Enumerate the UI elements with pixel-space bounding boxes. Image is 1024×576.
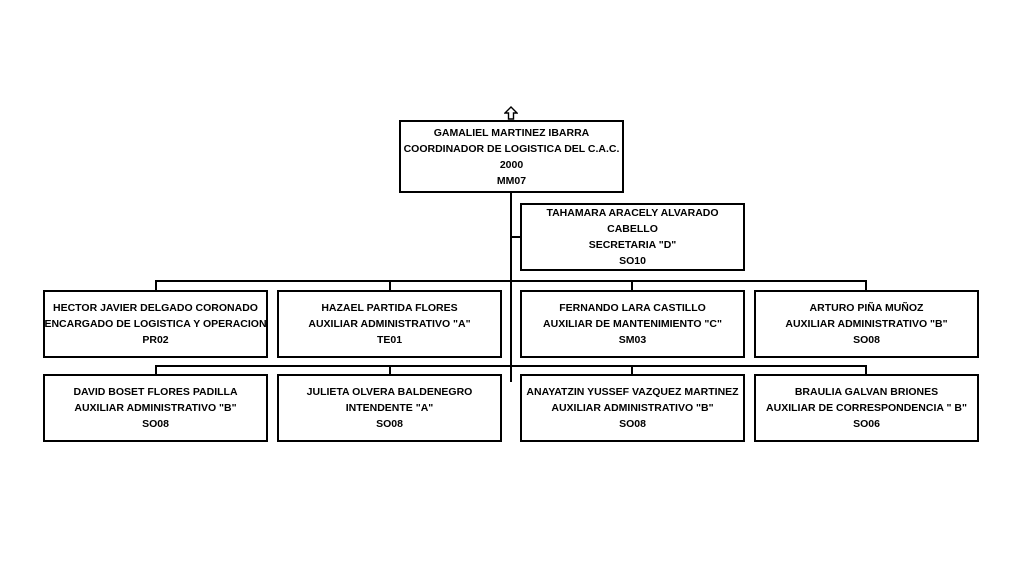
node-title: COORDINADOR DE LOGISTICA DEL C.A.C. <box>403 142 620 155</box>
org-node-row1-1[interactable]: HECTOR JAVIER DELGADO CORONADO ENCARGADO… <box>43 290 268 358</box>
node-level: SO08 <box>142 418 169 430</box>
connector-row1-bar <box>155 280 866 282</box>
node-name: DAVID BOSET FLORES PADILLA <box>73 386 238 398</box>
node-title: AUXILIAR ADMINISTRATIVO "A" <box>308 318 471 330</box>
node-level: SO08 <box>853 334 880 346</box>
org-node-row2-4[interactable]: BRAULIA GALVAN BRIONES AUXILIAR DE CORRE… <box>754 374 979 442</box>
connector-trunk <box>510 192 512 382</box>
node-level: SO06 <box>853 418 880 430</box>
node-name: FERNANDO LARA CASTILLO <box>559 302 706 314</box>
connector-row1-drop-3 <box>631 280 633 290</box>
connector-row2-drop-3 <box>631 365 633 374</box>
node-title: AUXILIAR ADMINISTRATIVO "B" <box>74 402 237 414</box>
node-name: ANAYATZIN YUSSEF VAZQUEZ MARTINEZ <box>526 386 739 398</box>
node-level: SO10 <box>619 255 646 267</box>
node-title: AUXILIAR DE CORRESPONDENCIA " B" <box>766 402 967 414</box>
node-name: HAZAEL PARTIDA FLORES <box>321 302 458 314</box>
node-level: SM03 <box>618 334 647 346</box>
node-level: PR02 <box>142 334 169 346</box>
connector-row2-bar <box>155 365 866 367</box>
node-name: HECTOR JAVIER DELGADO CORONADO <box>53 302 258 314</box>
connector-row1-drop-4 <box>865 280 867 290</box>
org-node-row2-3[interactable]: ANAYATZIN YUSSEF VAZQUEZ MARTINEZ AUXILI… <box>520 374 745 442</box>
org-node-row2-2[interactable]: JULIETA OLVERA BALDENEGRO INTENDENTE "A"… <box>277 374 502 442</box>
node-name: GAMALIEL MARTINEZ IBARRA <box>433 126 590 139</box>
node-level: MM07 <box>496 174 527 187</box>
node-code: 2000 <box>499 158 524 171</box>
node-title: AUXILIAR DE MANTENIMIENTO "C" <box>543 318 722 330</box>
org-node-secretary[interactable]: TAHAMARA ARACELY ALVARADO CABELLO SECRET… <box>520 203 745 271</box>
node-name-cont: CABELLO <box>607 223 658 235</box>
org-node-row2-1[interactable]: DAVID BOSET FLORES PADILLA AUXILIAR ADMI… <box>43 374 268 442</box>
node-level: SO08 <box>619 418 646 430</box>
node-title: SECRETARIA "D" <box>588 239 677 251</box>
connector-assistant <box>511 236 521 238</box>
org-node-row1-4[interactable]: ARTURO PIÑA MUÑOZ AUXILIAR ADMINISTRATIV… <box>754 290 979 358</box>
node-title: AUXILIAR ADMINISTRATIVO "B" <box>785 318 948 330</box>
node-name: BRAULIA GALVAN BRIONES <box>794 386 939 398</box>
connector-row1-drop-1 <box>155 280 157 290</box>
org-node-coordinator[interactable]: GAMALIEL MARTINEZ IBARRA COORDINADOR DE … <box>399 120 624 193</box>
node-title: ENCARGADO DE LOGISTICA Y OPERACION <box>44 318 267 330</box>
org-node-row1-2[interactable]: HAZAEL PARTIDA FLORES AUXILIAR ADMINISTR… <box>277 290 502 358</box>
connector-row2-drop-4 <box>865 365 867 374</box>
org-node-row1-3[interactable]: FERNANDO LARA CASTILLO AUXILIAR DE MANTE… <box>520 290 745 358</box>
node-title: AUXILIAR ADMINISTRATIVO "B" <box>551 402 714 414</box>
node-title: INTENDENTE "A" <box>345 402 434 414</box>
connector-row2-drop-2 <box>389 365 391 374</box>
up-arrow-icon[interactable] <box>504 106 518 120</box>
connector-row1-drop-2 <box>389 280 391 290</box>
node-name: ARTURO PIÑA MUÑOZ <box>809 302 924 314</box>
node-level: SO08 <box>376 418 403 430</box>
node-name: JULIETA OLVERA BALDENEGRO <box>306 386 473 398</box>
node-level: TE01 <box>376 334 403 346</box>
connector-row2-drop-1 <box>155 365 157 374</box>
node-name: TAHAMARA ARACELY ALVARADO <box>546 207 719 219</box>
